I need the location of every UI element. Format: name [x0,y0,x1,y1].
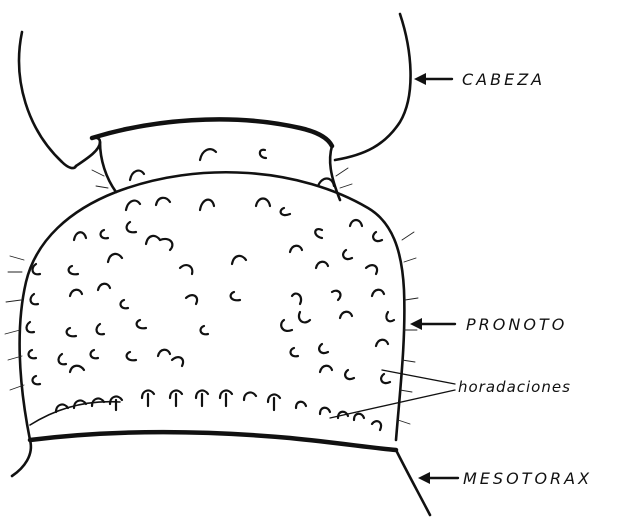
pronoto-label: PRONOTO [466,315,567,334]
marginal-hairs [5,168,418,424]
horadaciones-label: horadaciones [458,378,571,396]
pronoto-pointer [410,318,455,330]
cabeza-label: CABEZA [462,70,545,89]
head-outline [19,14,410,168]
neck-collar [76,119,340,200]
mesotorax-label: MESOTORAX [463,469,592,488]
mesotorax-pointer [418,472,458,484]
bristles [27,149,394,430]
horadaciones-leaders [330,370,455,418]
mesothorax-outline [12,440,430,515]
cabeza-pointer [414,73,452,85]
